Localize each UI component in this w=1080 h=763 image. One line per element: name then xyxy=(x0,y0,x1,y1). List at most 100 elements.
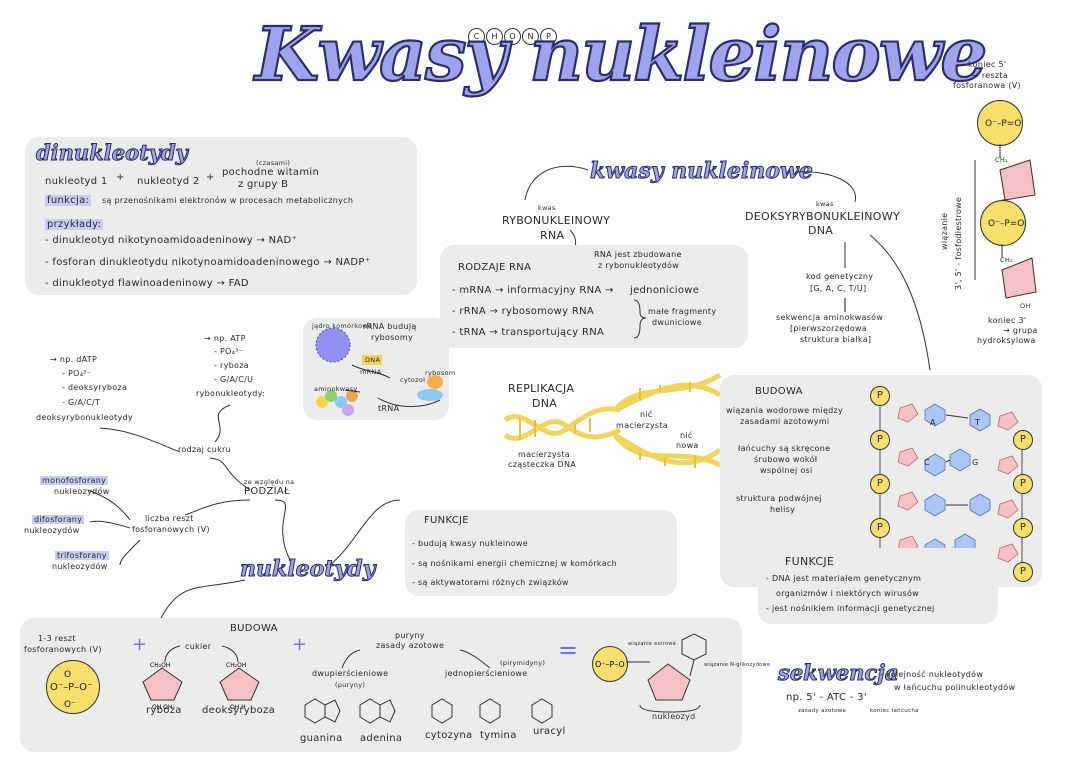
count-label-2: fosforanowych (V) xyxy=(132,525,210,534)
phosphate-icon-6: P xyxy=(1013,430,1033,450)
mrna-label: mRNA xyxy=(360,368,382,376)
phosphate-icon-3: P xyxy=(870,474,890,494)
trna-label: tRNA xyxy=(378,404,400,413)
ntp-example: → np. ATP xyxy=(204,334,246,343)
division-label: PODZIAŁ xyxy=(244,486,290,497)
nucleotide-function-2: - są nośnikami energii chemicznej w komó… xyxy=(412,559,617,568)
deoxyribose-label: deoksyryboza xyxy=(202,705,276,716)
dna-structure-7: helisy xyxy=(770,505,796,514)
rna-item-mrna: - mRNA → informacyjny RNA → xyxy=(452,285,614,296)
aa-sequence-2: [pierwszorzędowa xyxy=(790,324,868,333)
plus-2: + xyxy=(292,634,308,655)
bicyclic-label: dwupierścieniowe xyxy=(312,669,389,678)
dna-function-3: - jest nośnikiem informacji genetycznej xyxy=(766,604,935,613)
svg-text:CH₂OH: CH₂OH xyxy=(226,662,246,669)
end3-label-1: koniec 3' xyxy=(988,316,1027,325)
sequence-chain-end: koniec łańcucha xyxy=(870,708,919,714)
function-text: są przenośnikami elektronów w procesach … xyxy=(102,196,354,205)
sugar-label: cukier xyxy=(185,642,212,651)
base-g: G xyxy=(972,458,979,467)
function-label: funkcja: xyxy=(45,195,92,206)
dntp-phosphate: - PO₄³⁻ xyxy=(62,369,92,378)
rna-types-heading: RODZAJE RNA xyxy=(458,262,532,273)
ntp-sugar: - ryboza xyxy=(214,361,249,370)
example-nad: - dinukleotyd nikotynoamidoadeninowy → N… xyxy=(45,235,298,246)
formula-plus2: + xyxy=(206,172,215,183)
strand-parent-2: macierzysta xyxy=(616,421,668,430)
svg-text:O⁻: O⁻ xyxy=(64,700,76,710)
build-box xyxy=(20,618,742,752)
base-t: T xyxy=(975,418,981,427)
dntp-sugar: - deoksyryboza xyxy=(62,383,128,392)
rna-frag1: małe fragmenty xyxy=(648,307,717,316)
thymine-label: tymina xyxy=(480,730,517,741)
phosphate-icon-7: P xyxy=(1013,474,1033,494)
monocyclic-label: jednopierścieniowe xyxy=(445,669,528,678)
nucleoside-label: nukleozyd xyxy=(652,712,696,721)
formula-vit: pochodne witamin xyxy=(222,167,320,178)
monocyclic-note: (pirymidyny) xyxy=(500,659,546,667)
ntp-bases: - G/A/C/U xyxy=(214,375,254,384)
sequence-def-2: w łańcuchu polinukleotydów xyxy=(894,683,1016,692)
rrna-note1: rRNA budują xyxy=(363,322,417,331)
genetic-code-bases: [G, A, C, T/U] xyxy=(810,284,867,293)
formula-vit2: z grupy B xyxy=(238,179,289,190)
adenine-label: adenina xyxy=(360,733,403,744)
bases-heading-1: puryny xyxy=(395,631,425,640)
svg-text:OH H: OH H xyxy=(230,704,246,711)
cytosine-label: cytozyna xyxy=(425,730,473,741)
base-a: A xyxy=(930,418,936,427)
rna-item-rrna: - rRNA → rybosomowy RNA xyxy=(452,306,595,317)
plus-1: + xyxy=(132,634,148,655)
strand-new-2: nowa xyxy=(676,441,699,450)
dna-label: DNA xyxy=(365,356,381,364)
end5-label-2: → reszta xyxy=(972,71,1009,80)
dna-structure-4: śrubowo wokół xyxy=(754,455,818,464)
end5-label-3: fosforanowa (V) xyxy=(953,81,1021,90)
replication-title1: REPLIKACJA xyxy=(508,382,575,395)
dna-abbr: DNA xyxy=(808,224,834,237)
strand-parent-1: nić xyxy=(640,410,653,419)
dna-structure-5: wspólnej osi xyxy=(760,466,813,475)
phosphate-icon-4: P xyxy=(870,518,890,538)
dna-structure-6: struktura podwójnej xyxy=(736,494,822,503)
nucleotide-function-1: - budują kwasy nukleinowe xyxy=(412,539,528,548)
bases-heading-2: zasady azotowe xyxy=(376,641,445,650)
nucleotide-functions-heading: FUNKCJE xyxy=(424,515,469,526)
page-title: Kwasy nukleinowe xyxy=(254,11,989,99)
di-label-2: nukleozydów xyxy=(24,526,80,535)
ch2-label-1: CH₂ xyxy=(995,156,1008,164)
sugar-kind: rodzaj cukru xyxy=(178,445,232,454)
phosphate-icon-9: P xyxy=(1013,562,1033,582)
tri-label-2: nukleozydów xyxy=(52,562,108,571)
sequence-heading: sekwencja xyxy=(777,660,899,686)
svg-text:OH OH: OH OH xyxy=(152,704,172,711)
nucleotides-heading: nukleotydy xyxy=(239,556,376,583)
dntp-title: deoksyrybonukleotydy xyxy=(36,413,133,422)
formula-plus1: + xyxy=(116,172,125,183)
tri-label-1: trifosforany xyxy=(55,551,109,560)
dna-structure-heading: BUDOWA xyxy=(755,386,803,397)
rna-single: jednoniciowe xyxy=(630,285,700,296)
rrna-note2: rybosomy xyxy=(371,333,413,342)
sequence-example: np. 5' - ATC - 3' xyxy=(786,692,867,703)
rna-frag2: dwuniciowe xyxy=(652,318,702,327)
dinucleotides-heading: dinukleotydy xyxy=(36,140,189,166)
dna-functions-box xyxy=(758,548,998,624)
end3-label-3: hydroksylowa xyxy=(977,336,1036,345)
dna-function-1: - DNA jest materiałem genetycznym xyxy=(766,574,922,583)
example-fad: - dinukleotyd flawinoadeninowy → FAD xyxy=(45,278,249,289)
parent-molecule-1: macierzysta xyxy=(518,450,570,459)
dna-structure-3: łańcuchy są skręcone xyxy=(738,444,831,453)
dna-structure-1: wiązania wodorowe między xyxy=(726,406,844,415)
rna-small: kwas xyxy=(538,204,556,212)
guanine-label: guanina xyxy=(300,733,343,744)
